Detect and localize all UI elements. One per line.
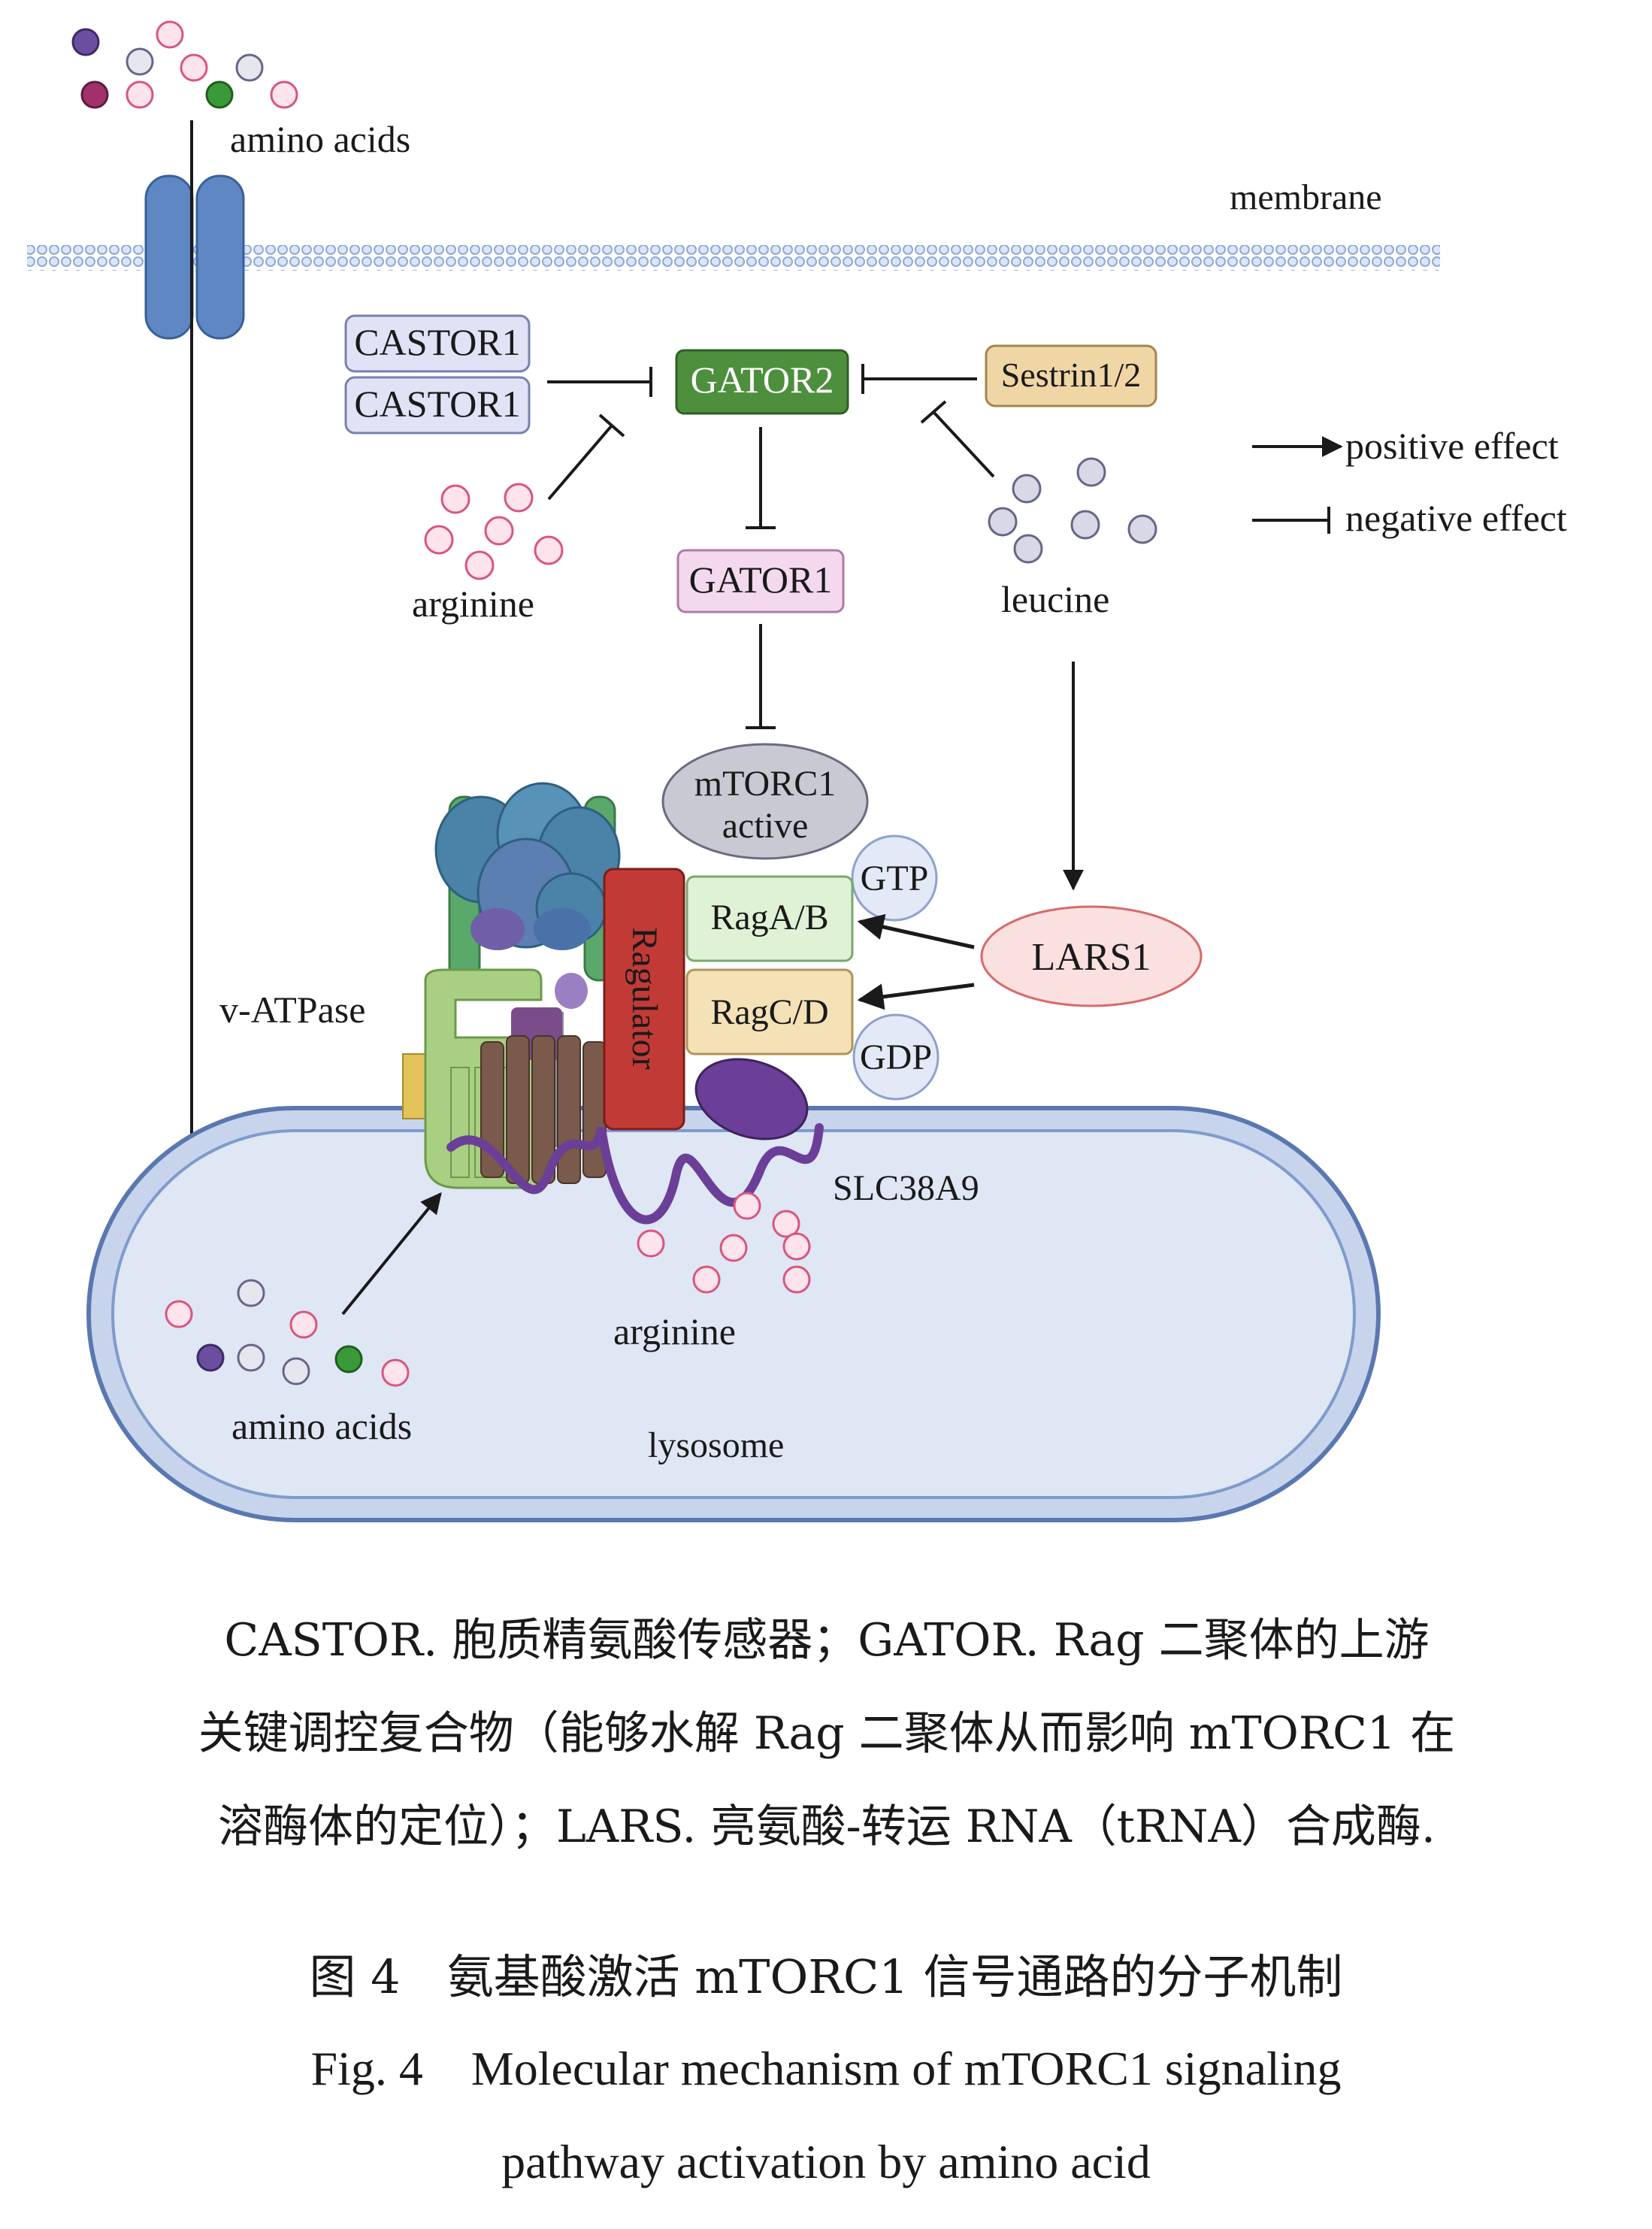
lars1-ellipse: LARS1 xyxy=(980,905,1203,1007)
raga-box: RagA/B xyxy=(685,875,854,962)
sestrin-box: Sestrin1/2 xyxy=(985,344,1157,407)
gator2-box: GATOR2 xyxy=(675,349,849,415)
lars1-label: LARS1 xyxy=(1032,936,1151,979)
gator1-label: GATOR1 xyxy=(689,559,833,601)
leucine-cluster xyxy=(988,457,1157,564)
figure-caption: CASTOR. 胞质精氨酸传感器；GATOR. Rag 二聚体的上游 关键调控复… xyxy=(45,1594,1608,1873)
mtorc1-label-line2: active xyxy=(722,806,809,846)
ragc-label: RagC/D xyxy=(710,992,828,1032)
legend-negative-label: negative effect xyxy=(1345,497,1567,539)
gdp-label: GDP xyxy=(860,1037,932,1077)
arginine-cluster-lysosome xyxy=(637,1192,811,1294)
caption-line-1: CASTOR. 胞质精氨酸传感器；GATOR. Rag 二聚体的上游 xyxy=(224,1614,1430,1667)
sestrin-label: Sestrin1/2 xyxy=(1001,356,1142,394)
figure-title-english-line-2: pathway activation by amino acid xyxy=(501,2135,1151,2188)
gator1-box: GATOR1 xyxy=(676,549,845,613)
legend: positive effect negative effect xyxy=(1252,425,1567,539)
castor1-label-top: CASTOR1 xyxy=(354,321,520,363)
legend-positive-label: positive effect xyxy=(1345,425,1559,467)
membrane-label: membrane xyxy=(1230,177,1382,217)
lysosome-label: lysosome xyxy=(648,1425,784,1465)
gator2-inhibits-gator1 xyxy=(746,427,776,529)
amino-acid-cluster-lysosome xyxy=(165,1279,410,1387)
amino-acids-lysosome-label: amino acids xyxy=(231,1405,412,1447)
ragulator-label: Ragulator xyxy=(625,927,664,1069)
castor1-label-bottom: CASTOR1 xyxy=(354,383,520,425)
figure-title: 图 4 氨基酸激活 mTORC1 信号通路的分子机制 Fig. 4 Molecu… xyxy=(0,1932,1652,2209)
mtorc1-ellipse: mTORC1 active xyxy=(661,743,869,860)
legend-negative-bar xyxy=(1252,507,1330,534)
arginine-cluster-top xyxy=(424,483,564,580)
v-atpase-complex xyxy=(402,782,621,1189)
amino-acids-top-label: amino acids xyxy=(230,118,410,160)
ragc-box: RagC/D xyxy=(685,968,854,1055)
gator1-inhibits-mtorc1 xyxy=(746,624,776,729)
figure-title-chinese: 图 4 氨基酸激活 mTORC1 信号通路的分子机制 xyxy=(309,1949,1343,2004)
arginine-top-label: arginine xyxy=(412,583,534,625)
slc38a9-label: SLC38A9 xyxy=(833,1168,979,1208)
castor1-box-bottom: CASTOR1 xyxy=(344,376,531,435)
lysosome xyxy=(86,1106,1381,1522)
cell-membrane xyxy=(27,245,1440,271)
castor1-box-top: CASTOR1 xyxy=(344,314,531,373)
arginine-inhibits-castor1 xyxy=(547,413,625,501)
amino-acids-to-vatpase-arrow xyxy=(341,1192,442,1316)
amino-acid-cluster-top xyxy=(71,20,298,109)
v-atpase-label: v-ATPase xyxy=(219,989,365,1031)
mtorc1-pathway-diagram: amino acids membrane CASTOR1 CASTOR1 GAT… xyxy=(27,20,1567,1522)
raga-label: RagA/B xyxy=(710,898,828,937)
ragulator-box: Ragulator xyxy=(603,868,685,1131)
caption-line-2: 关键调控复合物（能够水解 Rag 二聚体从而影响 mTORC1 在 xyxy=(198,1707,1456,1760)
gtp-circle: GTP xyxy=(851,834,938,922)
gator2-label: GATOR2 xyxy=(691,359,834,401)
mtorc1-label-line1: mTORC1 xyxy=(694,764,836,804)
figure-title-english-line-1: Fig. 4 Molecular mechanism of mTORC1 sig… xyxy=(310,2042,1342,2095)
slc38a9-transporter xyxy=(446,1058,824,1225)
castor-inhibits-gator2 xyxy=(547,367,652,397)
leucine-inhibits-sestrin xyxy=(920,400,995,478)
lars1-activates-raga xyxy=(857,913,975,949)
arginine-lysosome-label: arginine xyxy=(613,1310,736,1352)
gdp-circle: GDP xyxy=(852,1013,939,1101)
caption-line-3: 溶酶体的定位）；LARS. 亮氨酸-转运 RNA（tRNA）合成酶. xyxy=(218,1800,1436,1853)
sestrin-inhibits-gator2 xyxy=(861,364,977,394)
leucine-label: leucine xyxy=(1001,578,1109,620)
gtp-label: GTP xyxy=(861,859,929,898)
lars1-activates-ragc xyxy=(857,983,975,1010)
